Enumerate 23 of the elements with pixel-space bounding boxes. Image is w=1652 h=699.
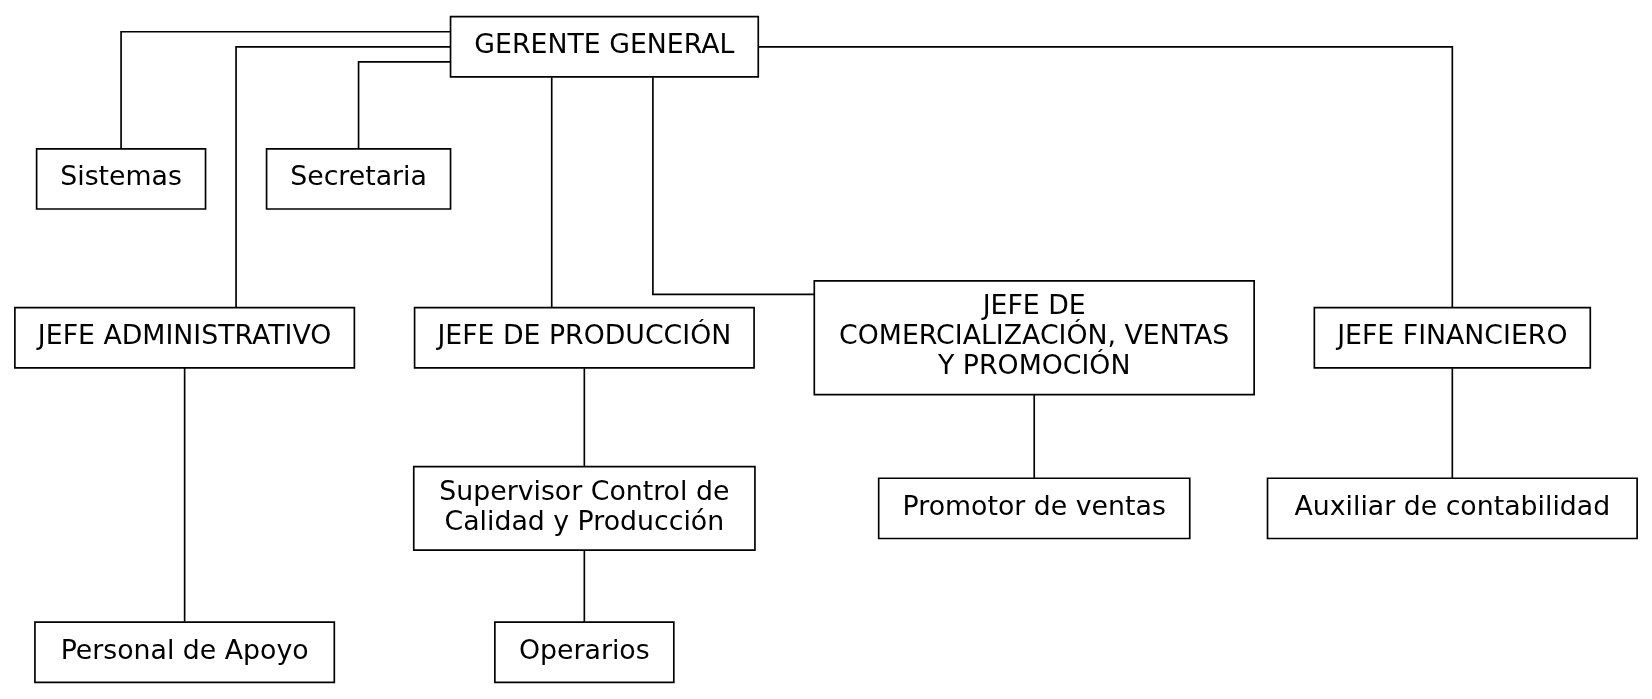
node-box: Sistemas [35, 147, 207, 210]
node-box: Auxiliar de contabilidad [1266, 477, 1638, 540]
node-box: Secretaria [265, 147, 452, 210]
node-box: JEFE DE COMERCIALIZACIÓN, VENTAS Y PROMOCIÓN [813, 280, 1255, 396]
connector [1033, 394, 1036, 479]
connector [550, 76, 553, 309]
node-box: Operarios [494, 621, 675, 684]
connector [120, 30, 451, 150]
connector [583, 367, 586, 467]
connector [183, 367, 186, 623]
connector [357, 61, 451, 150]
node-box: Promotor de ventas [877, 477, 1191, 540]
node-box: Personal de Apoyo [34, 621, 336, 684]
node-box: Supervisor Control de Calidad y Producción [412, 465, 756, 552]
connector [235, 45, 452, 309]
node-box: JEFE FINANCIERO [1313, 306, 1592, 369]
connector [652, 76, 815, 296]
node-box: GERENTE GENERAL [449, 15, 760, 78]
connector [583, 549, 586, 623]
node-box: JEFE DE PRODUCCIÓN [413, 306, 755, 369]
connector [1451, 367, 1454, 479]
connector [757, 45, 1454, 309]
node-box: JEFE ADMINISTRATIVO [14, 306, 356, 369]
